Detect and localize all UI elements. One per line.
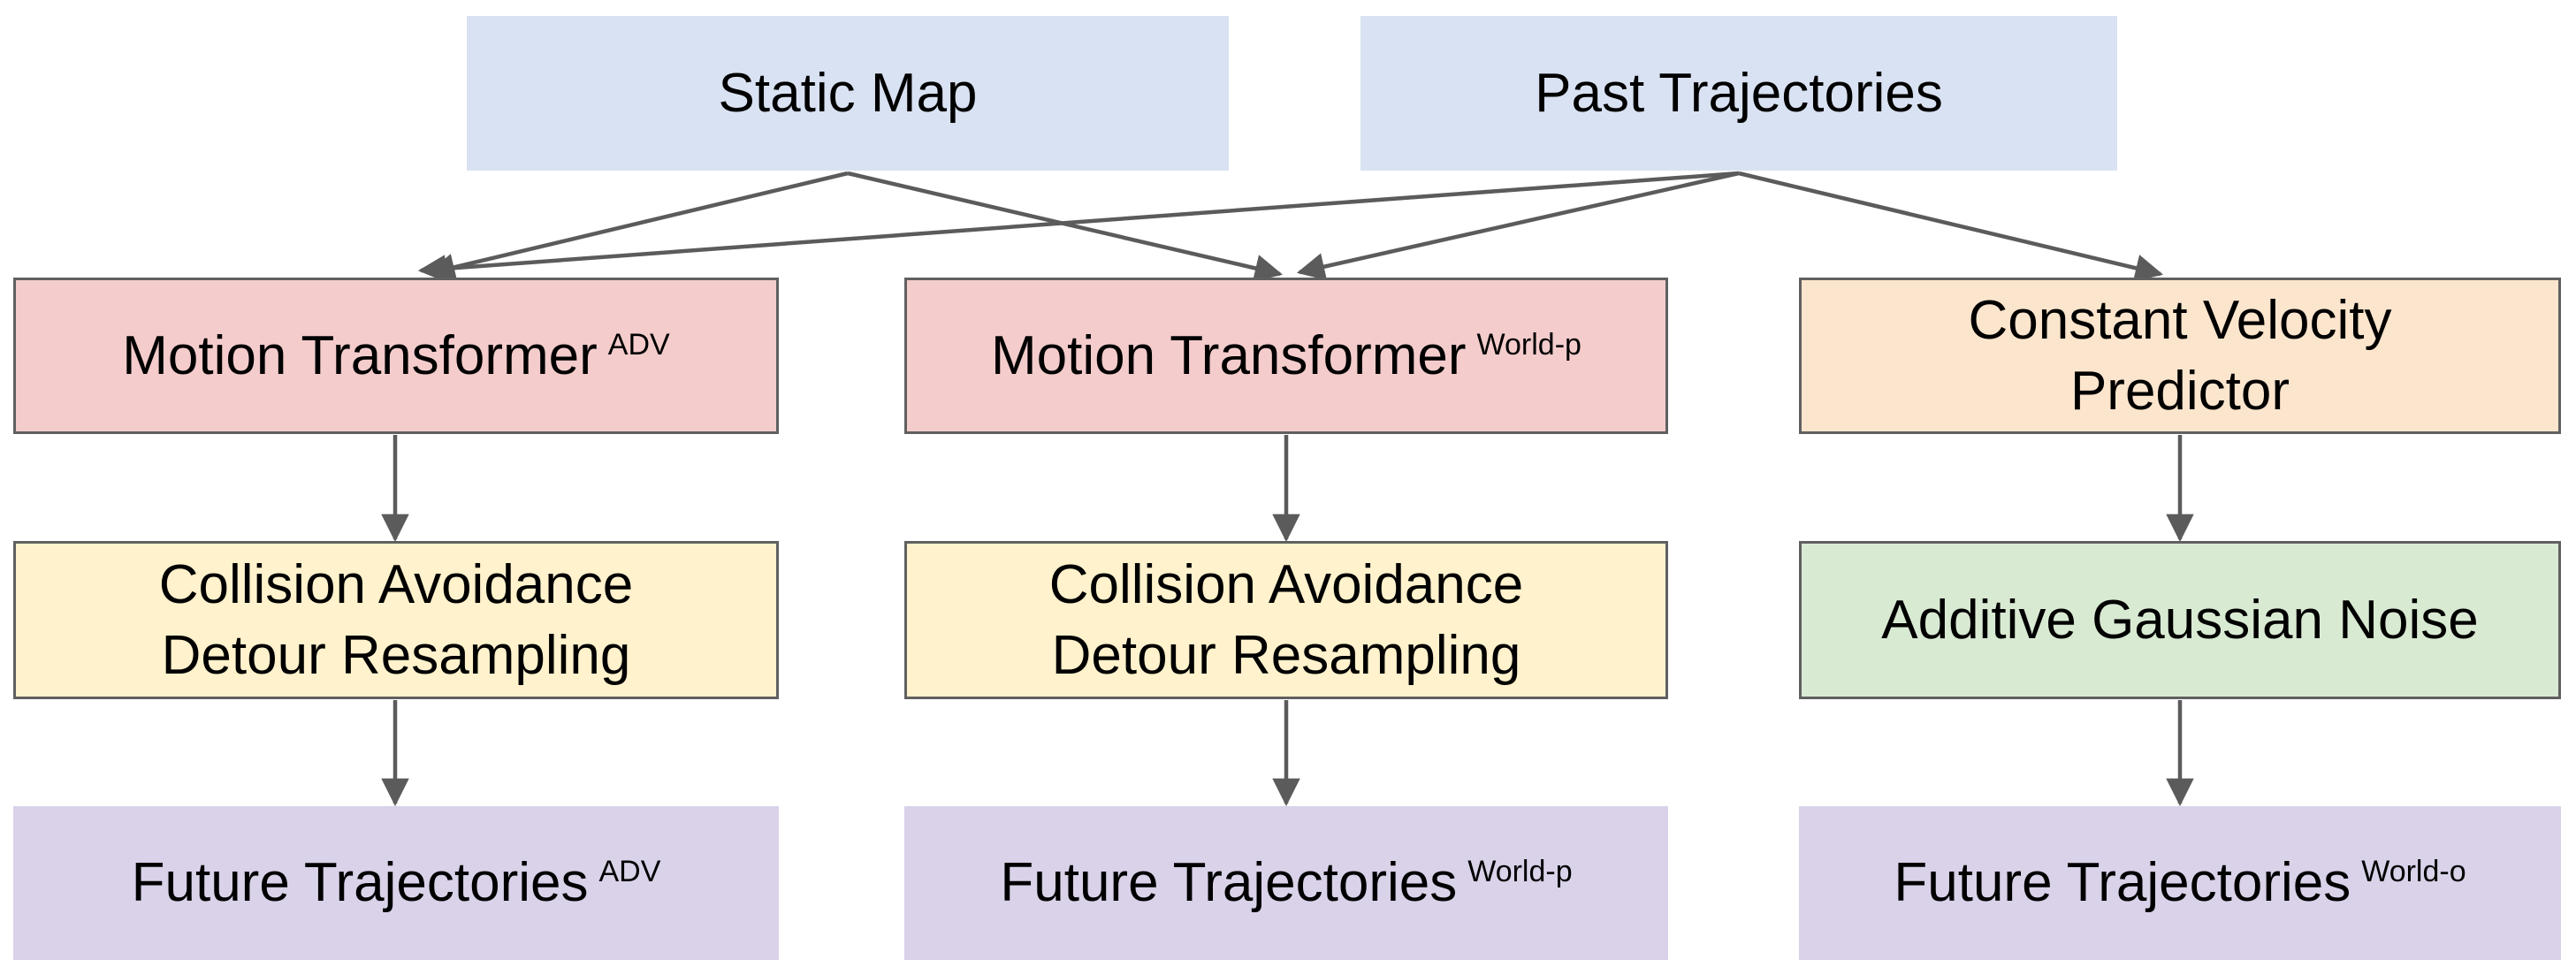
node-future-trajectories-world-p-label: Future Trajectories (1000, 852, 1458, 914)
node-future-trajectories-world-o-superscript: World-o (2361, 855, 2466, 889)
node-collision-avoidance-detour-resampling-mid: Collision Avoidance Detour Resampling (904, 541, 1668, 699)
node-constant-velocity-predictor-label: Constant Velocity Predictor (1968, 290, 2392, 422)
node-future-trajectories-adv-label: Future Trajectories (131, 852, 589, 914)
node-collision-avoidance-detour-resampling-left-label: Collision Avoidance Detour Resampling (158, 554, 634, 686)
node-collision-avoidance-detour-resampling-left: Collision Avoidance Detour Resampling (13, 541, 779, 699)
node-past-trajectories-label: Past Trajectories (1535, 62, 1943, 124)
node-motion-transformer-adv: Motion Transformer ADV (13, 278, 779, 434)
node-future-trajectories-world-o-label: Future Trajectories (1894, 852, 2351, 914)
node-past-trajectories: Past Trajectories (1360, 16, 2117, 171)
node-future-trajectories-world-p-superscript: World-p (1467, 855, 1573, 889)
arrow-past-trajectories-to-cvp (1738, 171, 2164, 282)
node-future-trajectories-world-o: Future Trajectories World-o (1799, 806, 2561, 960)
arrow-past-trajectories-to-mtr-world-p (1296, 171, 1740, 281)
arrow-static-map-to-mtr-adv (426, 171, 849, 281)
arrow-static-map-to-mtr-world-p (847, 171, 1284, 282)
node-static-map-label: Static Map (718, 62, 978, 124)
node-additive-gaussian-noise: Additive Gaussian Noise (1799, 541, 2561, 699)
arrow-past-trajectories-to-mtr-adv (417, 171, 1740, 283)
node-motion-transformer-world-p-label: Motion Transformer (991, 324, 1467, 386)
node-collision-avoidance-detour-resampling-mid-label: Collision Avoidance Detour Resampling (1048, 554, 1524, 686)
node-motion-transformer-adv-label: Motion Transformer (122, 324, 598, 386)
node-future-trajectories-world-p: Future Trajectories World-p (904, 806, 1668, 960)
node-motion-transformer-world-p-superscript: World-p (1476, 327, 1581, 362)
node-motion-transformer-world-p: Motion Transformer World-p (904, 278, 1668, 434)
node-future-trajectories-adv: Future Trajectories ADV (13, 806, 779, 960)
node-static-map: Static Map (467, 16, 1229, 171)
node-motion-transformer-adv-superscript: ADV (607, 327, 670, 362)
node-constant-velocity-predictor: Constant Velocity Predictor (1799, 278, 2561, 434)
node-future-trajectories-adv-superscript: ADV (598, 855, 661, 889)
node-additive-gaussian-noise-label: Additive Gaussian Noise (1881, 589, 2479, 651)
